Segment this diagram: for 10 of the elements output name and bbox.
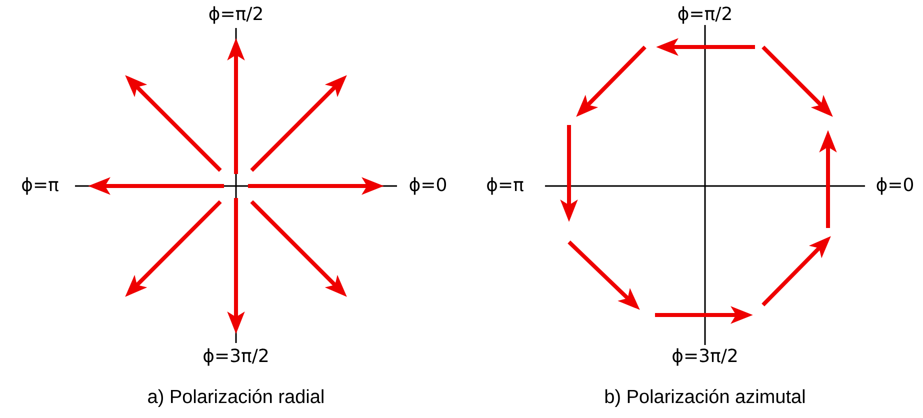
axis-label: ϕ=3π/2	[204, 348, 268, 366]
axis-label: ϕ=π	[22, 177, 58, 195]
axis-label: ϕ=π/2	[678, 6, 731, 24]
caption: a) Polarización radial	[148, 389, 324, 407]
axis-label: ϕ=0	[410, 177, 446, 195]
axis-label: ϕ=3π/2	[672, 348, 737, 366]
caption: b) Polarización azimutal	[605, 389, 805, 407]
axis-label: ϕ=0	[876, 177, 914, 195]
axis-label: ϕ=π/2	[209, 6, 262, 24]
axis-label: ϕ=π	[487, 177, 524, 195]
